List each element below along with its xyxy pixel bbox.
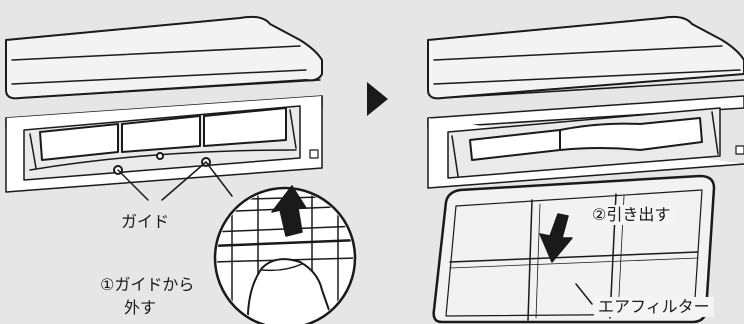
left-air-conditioner: [6, 17, 322, 192]
guide-label: ガイド: [121, 212, 169, 232]
zoom-circle: [210, 186, 360, 324]
filter-label: エアフィルター: [594, 297, 714, 317]
step1-label-line1: ①ガイドから: [100, 275, 194, 295]
step2-label: ②引き出す: [588, 205, 674, 225]
next-step-arrow: [367, 82, 388, 116]
step1-label-line2: 外す: [124, 298, 156, 318]
right-air-conditioner: [428, 17, 744, 188]
